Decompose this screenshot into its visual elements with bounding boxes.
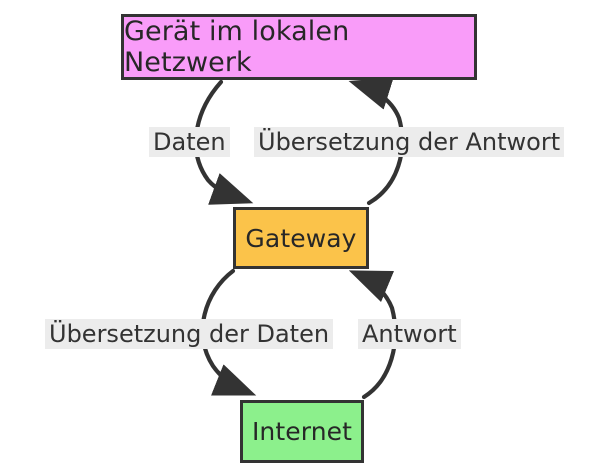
edge-label-antwort: Antwort: [358, 319, 461, 350]
edge-gateway-to-device: [348, 77, 405, 206]
edge-label-uebersetzung-der-antwort: Übersetzung der Antwort: [254, 127, 565, 158]
edge-label-daten: Daten: [149, 127, 230, 158]
edge-internet-to-gateway: [348, 270, 398, 400]
edge-label-uebersetzung-der-daten: Übersetzung der Daten: [45, 319, 334, 350]
edge-device-to-gateway: [193, 79, 254, 205]
edge-gateway-to-internet: [200, 268, 257, 396]
node-gateway[interactable]: Gateway: [233, 207, 369, 269]
node-device[interactable]: Gerät im lokalen Netzwerk: [121, 14, 477, 80]
node-internet[interactable]: Internet: [240, 400, 364, 463]
